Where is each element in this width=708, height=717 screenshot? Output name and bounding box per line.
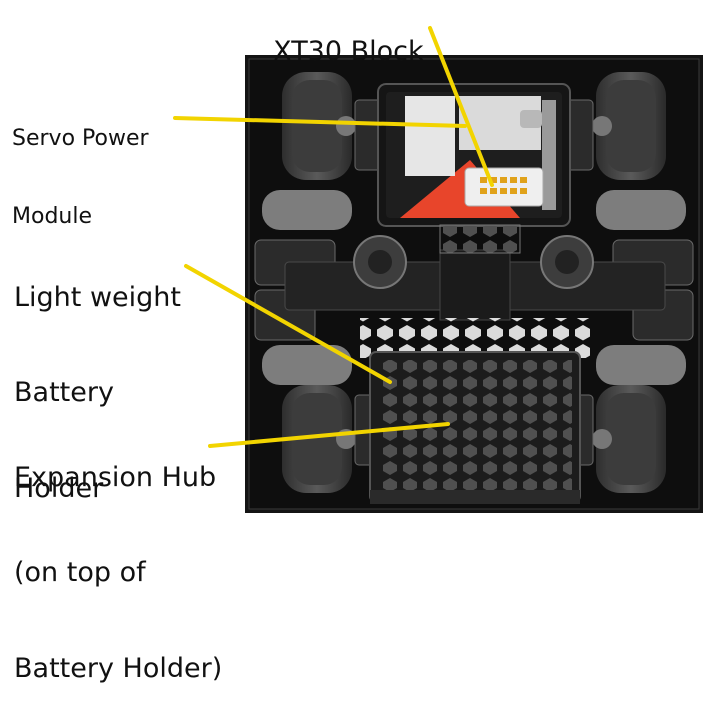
callout-line-xt30 bbox=[428, 26, 494, 187]
xt30-block bbox=[464, 167, 544, 207]
chassis-cutouts bbox=[262, 190, 686, 385]
label-hub-line1: Expansion Hub bbox=[14, 461, 217, 493]
label-servo-power-module: Servo Power Module bbox=[12, 74, 149, 256]
expansion-hub bbox=[369, 351, 581, 504]
label-servo-line1: Servo Power bbox=[12, 125, 149, 151]
callout-lines bbox=[173, 26, 494, 448]
label-battery-line2: Battery bbox=[14, 377, 114, 409]
label-expansion-hub: Expansion Hub (on top of Battery Holder) bbox=[14, 398, 222, 717]
center-crossbar bbox=[284, 224, 666, 321]
label-battery-line3: Holder bbox=[14, 472, 104, 504]
label-hub-line2: (on top of bbox=[14, 557, 146, 589]
label-battery-line1: Light weight bbox=[14, 281, 181, 313]
callout-line-battery bbox=[184, 264, 392, 384]
callout-line-servo bbox=[173, 116, 467, 128]
label-xt30-text: XT30 Block bbox=[273, 35, 424, 67]
label-servo-line2: Module bbox=[12, 203, 92, 229]
callout-line-hub bbox=[208, 422, 450, 448]
wheel-bottom-left bbox=[282, 385, 356, 493]
label-battery-holder: Light weight Battery Holder bbox=[14, 218, 181, 537]
label-hub-line3: Battery Holder) bbox=[14, 652, 223, 684]
label-xt30-block: XT30 Block bbox=[256, 4, 424, 68]
robot-chassis-diagram bbox=[245, 55, 703, 513]
wheel-bottom-right bbox=[592, 385, 666, 493]
wheel-top-right bbox=[592, 72, 666, 180]
